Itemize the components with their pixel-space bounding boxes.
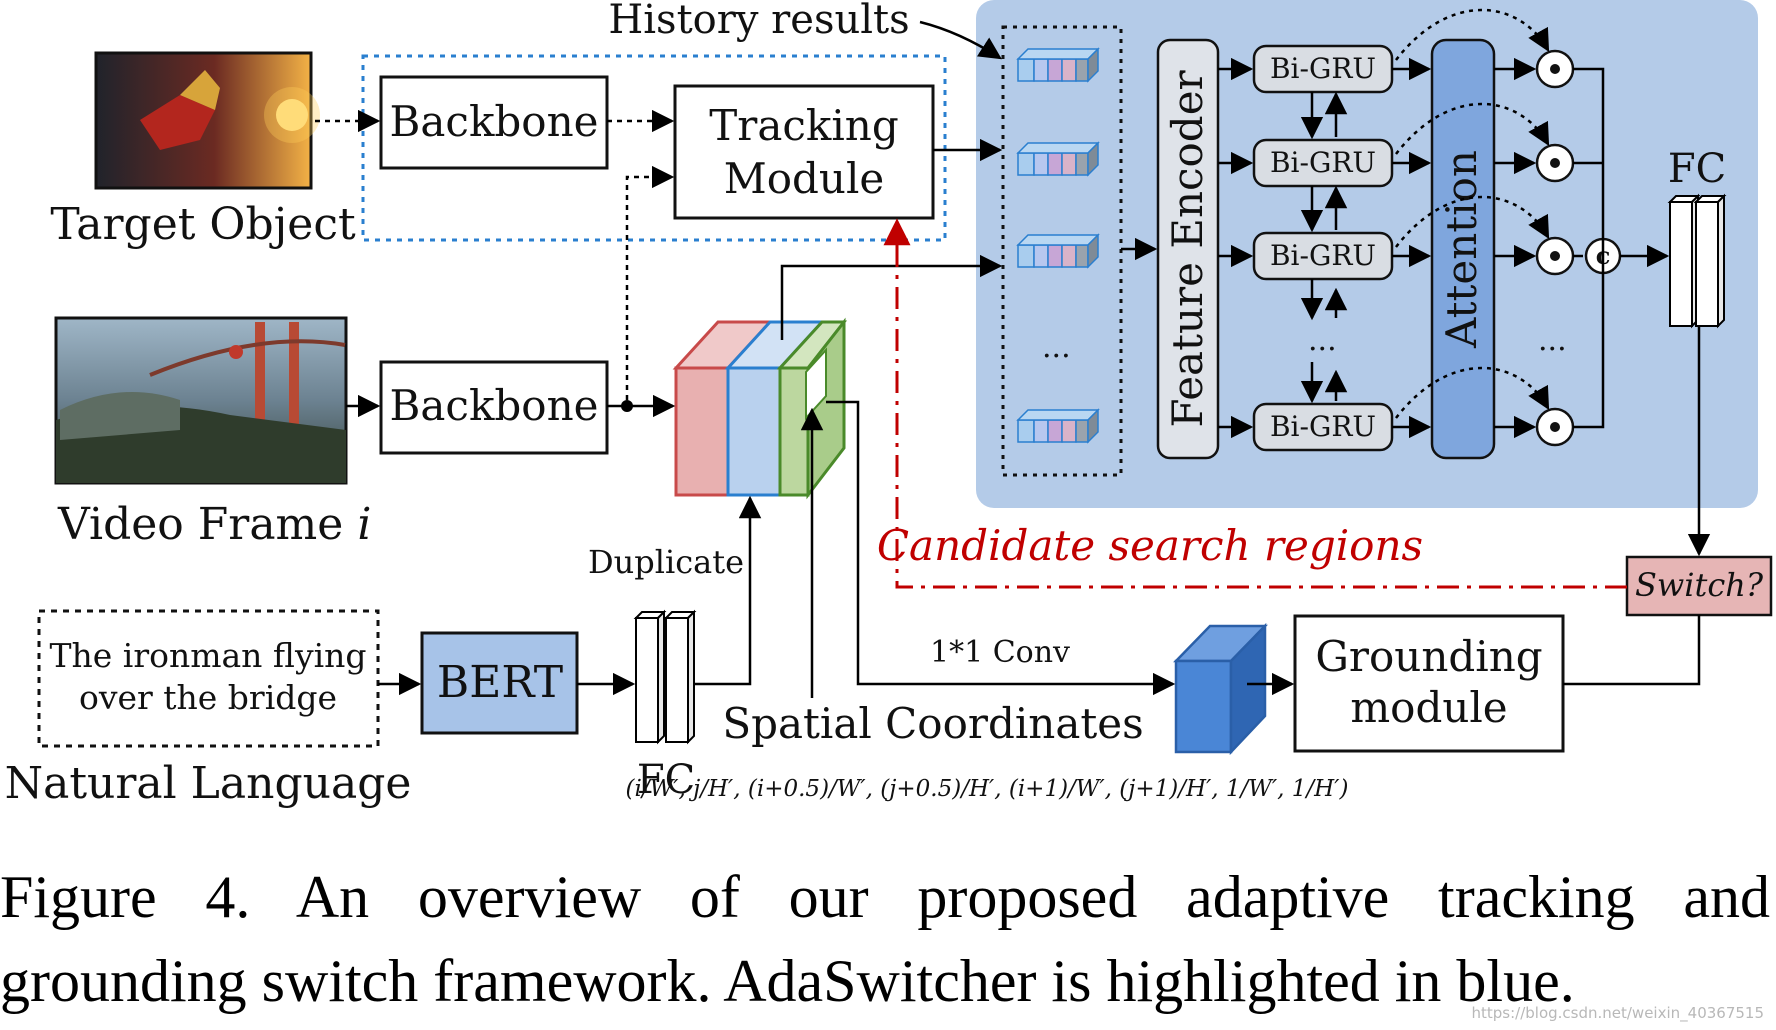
bigru-label: Bi-GRU (1270, 52, 1376, 85)
target-object-image (94, 51, 320, 190)
video-frame-label: Video Frame i (57, 499, 371, 550)
switch-box (1625, 555, 1773, 617)
language-query-line1: The ironman flying (49, 636, 366, 675)
dot-ellipsis: ... (1538, 323, 1567, 358)
candidate-search-regions-label: Candidate search regions (877, 521, 1423, 570)
grounding-module-box (1293, 614, 1565, 753)
bert-box (420, 631, 579, 735)
adaswitcher-fc-bar (1669, 195, 1699, 327)
language-query-box (37, 609, 380, 748)
bigru-stack: Bi-GRU Bi-GRU Bi-GRU Bi-GRU ... (1252, 44, 1394, 452)
conv-label: 1*1 Conv (930, 635, 1070, 670)
video-frame-image (54, 316, 348, 485)
conv-feature-cube (1173, 622, 1268, 756)
bigru-label: Bi-GRU (1270, 410, 1376, 443)
history-features-box (1001, 25, 1123, 477)
adaswitcher-fc-label: FC (1668, 146, 1726, 192)
language-fc-label: FC (637, 757, 695, 803)
feature-encoder-label: Feature Encoder (1163, 69, 1212, 427)
attention-block (1430, 38, 1496, 460)
svg-text:...: ... (1308, 323, 1337, 358)
spatial-coordinates-formula: (i/W′, j/H′, (i+0.5)/W′, (j+0.5)/H′, (i+… (626, 776, 1349, 802)
figure-caption: Figure 4. An overview of our proposed ad… (0, 855, 1770, 1023)
language-fc-bar (665, 611, 695, 743)
backbone-box-target (379, 75, 609, 170)
backbone-label-frame: Backbone (390, 381, 599, 430)
attention-label: Attention (1437, 150, 1486, 349)
language-query-line2: over the bridge (79, 678, 337, 717)
connectors (315, 8, 1711, 698)
tracking-module-line2: Module (724, 154, 885, 203)
language-fc-bar (635, 611, 665, 743)
watermark: https://blog.csdn.net/weixin_40367515 (1471, 1004, 1764, 1022)
bigru-label: Bi-GRU (1270, 146, 1376, 179)
candidate-feedback-line (883, 218, 1627, 589)
tracking-module-box (673, 84, 935, 220)
history-feature-vector (1017, 234, 1099, 268)
grounding-module-line1: Grounding (1315, 632, 1542, 681)
tracking-module-line1: Tracking (709, 101, 898, 150)
tracking-region (361, 54, 947, 242)
backbone-box-frame (379, 360, 609, 455)
duplicate-label: Duplicate (588, 543, 744, 581)
history-feature-vector (1017, 142, 1099, 176)
switch-label: Switch? (1635, 566, 1764, 604)
natural-language-label: Natural Language (5, 758, 412, 809)
feature-encoder-block (1156, 38, 1220, 460)
feature-map-stack (672, 317, 848, 500)
caption-line-2: grounding switch framework. AdaSwitcher … (0, 948, 1575, 1014)
history-ellipsis: ... (1042, 330, 1071, 365)
dot-product-nodes (1535, 49, 1575, 447)
history-feature-vector (1017, 48, 1099, 82)
history-feature-vector (1017, 409, 1099, 443)
target-object-label: Target Object (50, 199, 356, 250)
history-results-label: History results (608, 0, 909, 43)
caption-line-1: Figure 4. An overview of our proposed ad… (0, 864, 1770, 930)
bert-label: BERT (437, 657, 563, 708)
spatial-coordinates-label: Spatial Coordinates (722, 699, 1143, 748)
backbone-label-target: Backbone (390, 97, 599, 146)
bigru-label: Bi-GRU (1270, 239, 1376, 272)
adaswitcher-fc-bar (1695, 195, 1725, 327)
grounding-module-line2: module (1350, 683, 1507, 732)
